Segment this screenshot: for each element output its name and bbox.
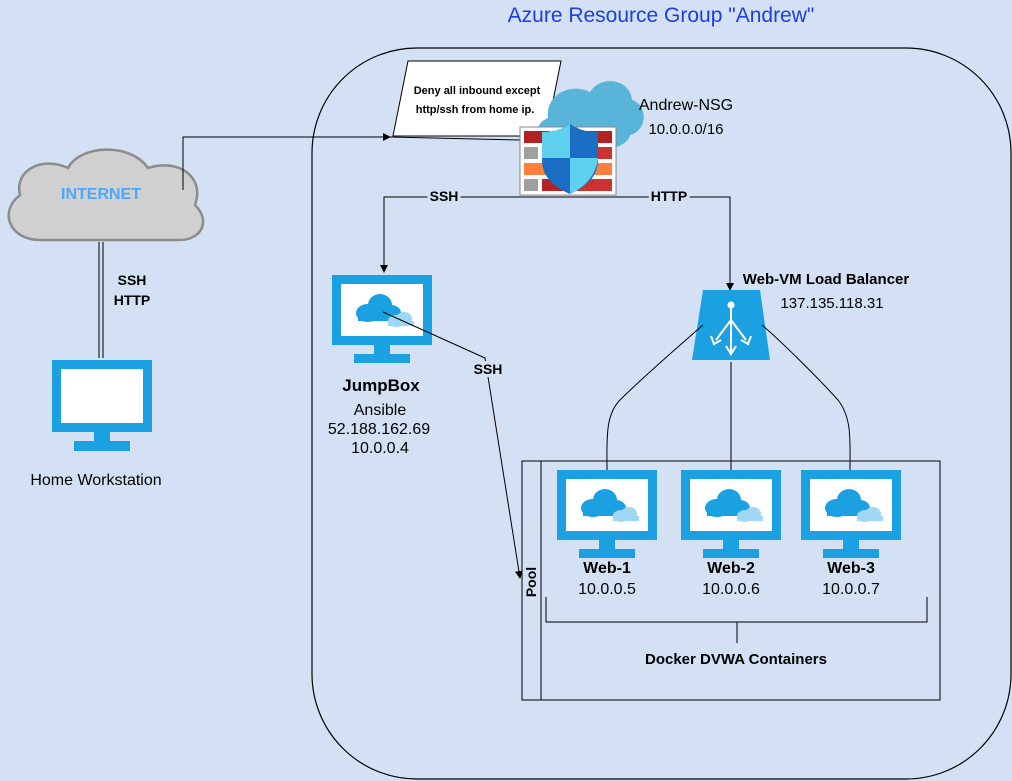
web-2-vm-icon: [681, 470, 781, 558]
jumpbox-public-ip: 52.188.162.69: [327, 421, 431, 438]
home-workstation-icon: [52, 360, 152, 451]
nsg-cidr: 10.0.0.0/16: [648, 121, 724, 138]
pool-container: [521, 460, 941, 701]
internet-label: INTERNET: [61, 186, 141, 203]
web-1-ip: 10.0.0.5: [578, 581, 636, 598]
nsg-to-jumpbox-edge: [380, 196, 570, 273]
note-line2: http/ssh from home ip.: [415, 104, 535, 116]
nsg-to-lb-edge: [570, 196, 734, 291]
lb-ip: 137.135.118.31: [780, 295, 884, 312]
resource-group-container: [311, 47, 1012, 780]
nsg-note-shape: [392, 60, 562, 137]
web-2-ip: 10.0.0.6: [702, 581, 760, 598]
lb-to-web3-edge: [761, 324, 851, 471]
pool-caption: Docker DVWA Containers: [645, 651, 827, 668]
note-line1: Deny all inbound except: [413, 85, 541, 97]
web-1-name: Web-1: [583, 560, 631, 577]
lb-to-web1-edge: [606, 324, 704, 471]
ssh-pool-edge-label: SSH: [471, 361, 505, 377]
internet-to-nsg-edge: [182, 133, 391, 190]
internet-cloud-icon: [7, 148, 205, 242]
home-workstation-label: Home Workstation: [30, 472, 162, 489]
containers-bracket: [545, 597, 928, 643]
load-balancer-icon: [692, 290, 770, 360]
jumpbox-vm-icon: [332, 275, 432, 363]
shield-icon: [542, 124, 598, 194]
ssh-edge-label: SSH: [427, 188, 461, 204]
web-2-name: Web-2: [707, 560, 755, 577]
http-edge-label: HTTP: [648, 188, 690, 204]
jumpbox-private-ip: 10.0.0.4: [351, 440, 409, 457]
page-title: Azure Resource Group "Andrew": [507, 4, 815, 27]
web-3-name: Web-3: [827, 560, 875, 577]
internet-link-ssh-label: SSH: [117, 272, 147, 288]
jumpbox-name: JumpBox: [342, 376, 420, 395]
jumpbox-role: Ansible: [353, 402, 407, 419]
pool-label: Pool: [523, 567, 539, 597]
jumpbox-to-pool-edge: [382, 311, 523, 579]
internet-link-http-label: HTTP: [113, 292, 151, 308]
nsg-name: Andrew-NSG: [638, 97, 734, 114]
web-1-vm-icon: [557, 470, 657, 558]
lb-name: Web-VM Load Balancer: [742, 271, 910, 288]
web-3-vm-icon: [801, 470, 901, 558]
web-3-ip: 10.0.0.7: [822, 581, 880, 598]
